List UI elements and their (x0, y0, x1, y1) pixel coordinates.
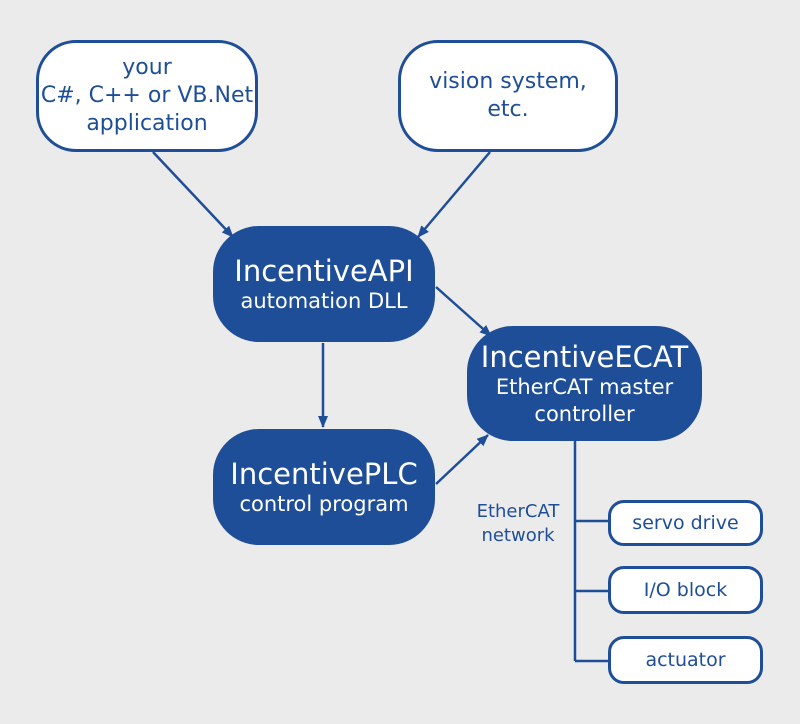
node-vision-system-line-1: vision system, (429, 69, 587, 94)
device-servo-drive-label: servo drive (632, 512, 739, 534)
node-incentive-ecat: IncentiveECAT EtherCAT master controller (467, 326, 702, 441)
node-incentive-api-title: IncentiveAPI (234, 253, 414, 288)
node-incentive-plc: IncentivePLC control program (213, 429, 435, 545)
node-incentive-plc-title: IncentivePLC (230, 456, 418, 491)
arrow-plc-to-ecat (435, 434, 489, 485)
node-incentive-ecat-subtitle-line-2: controller (534, 401, 635, 426)
node-incentive-api: IncentiveAPI automation DLL (213, 226, 435, 342)
node-incentive-ecat-title: IncentiveECAT (480, 339, 689, 374)
node-incentive-api-subtitle: automation DLL (240, 288, 408, 313)
device-actuator: actuator (608, 636, 763, 684)
node-your-application-line-1: your (122, 55, 172, 80)
ethercat-network-label-line-2: network (481, 525, 555, 546)
device-actuator-label: actuator (645, 649, 726, 671)
arrow-vision-to-api (417, 151, 491, 238)
node-your-application-line-2: C#, C++ or VB.Net (40, 83, 254, 108)
device-io-block: I/O block (608, 566, 763, 614)
node-vision-system: vision system, etc. (398, 40, 618, 152)
device-servo-drive: servo drive (608, 500, 763, 546)
device-io-block-label: I/O block (643, 579, 728, 601)
node-your-application-line-3: application (86, 111, 208, 136)
node-incentive-ecat-subtitle-line-1: EtherCAT master (495, 374, 674, 399)
node-your-application: your C#, C++ or VB.Net application (36, 40, 258, 152)
ethercat-network-label: EtherCAT network (465, 500, 571, 548)
ethercat-network-label-line-1: EtherCAT (476, 501, 560, 522)
arrow-api-to-ecat (435, 286, 492, 337)
arrow-app-to-api (152, 151, 234, 238)
node-incentive-plc-subtitle: control program (239, 491, 409, 516)
node-vision-system-line-2: etc. (487, 97, 529, 122)
